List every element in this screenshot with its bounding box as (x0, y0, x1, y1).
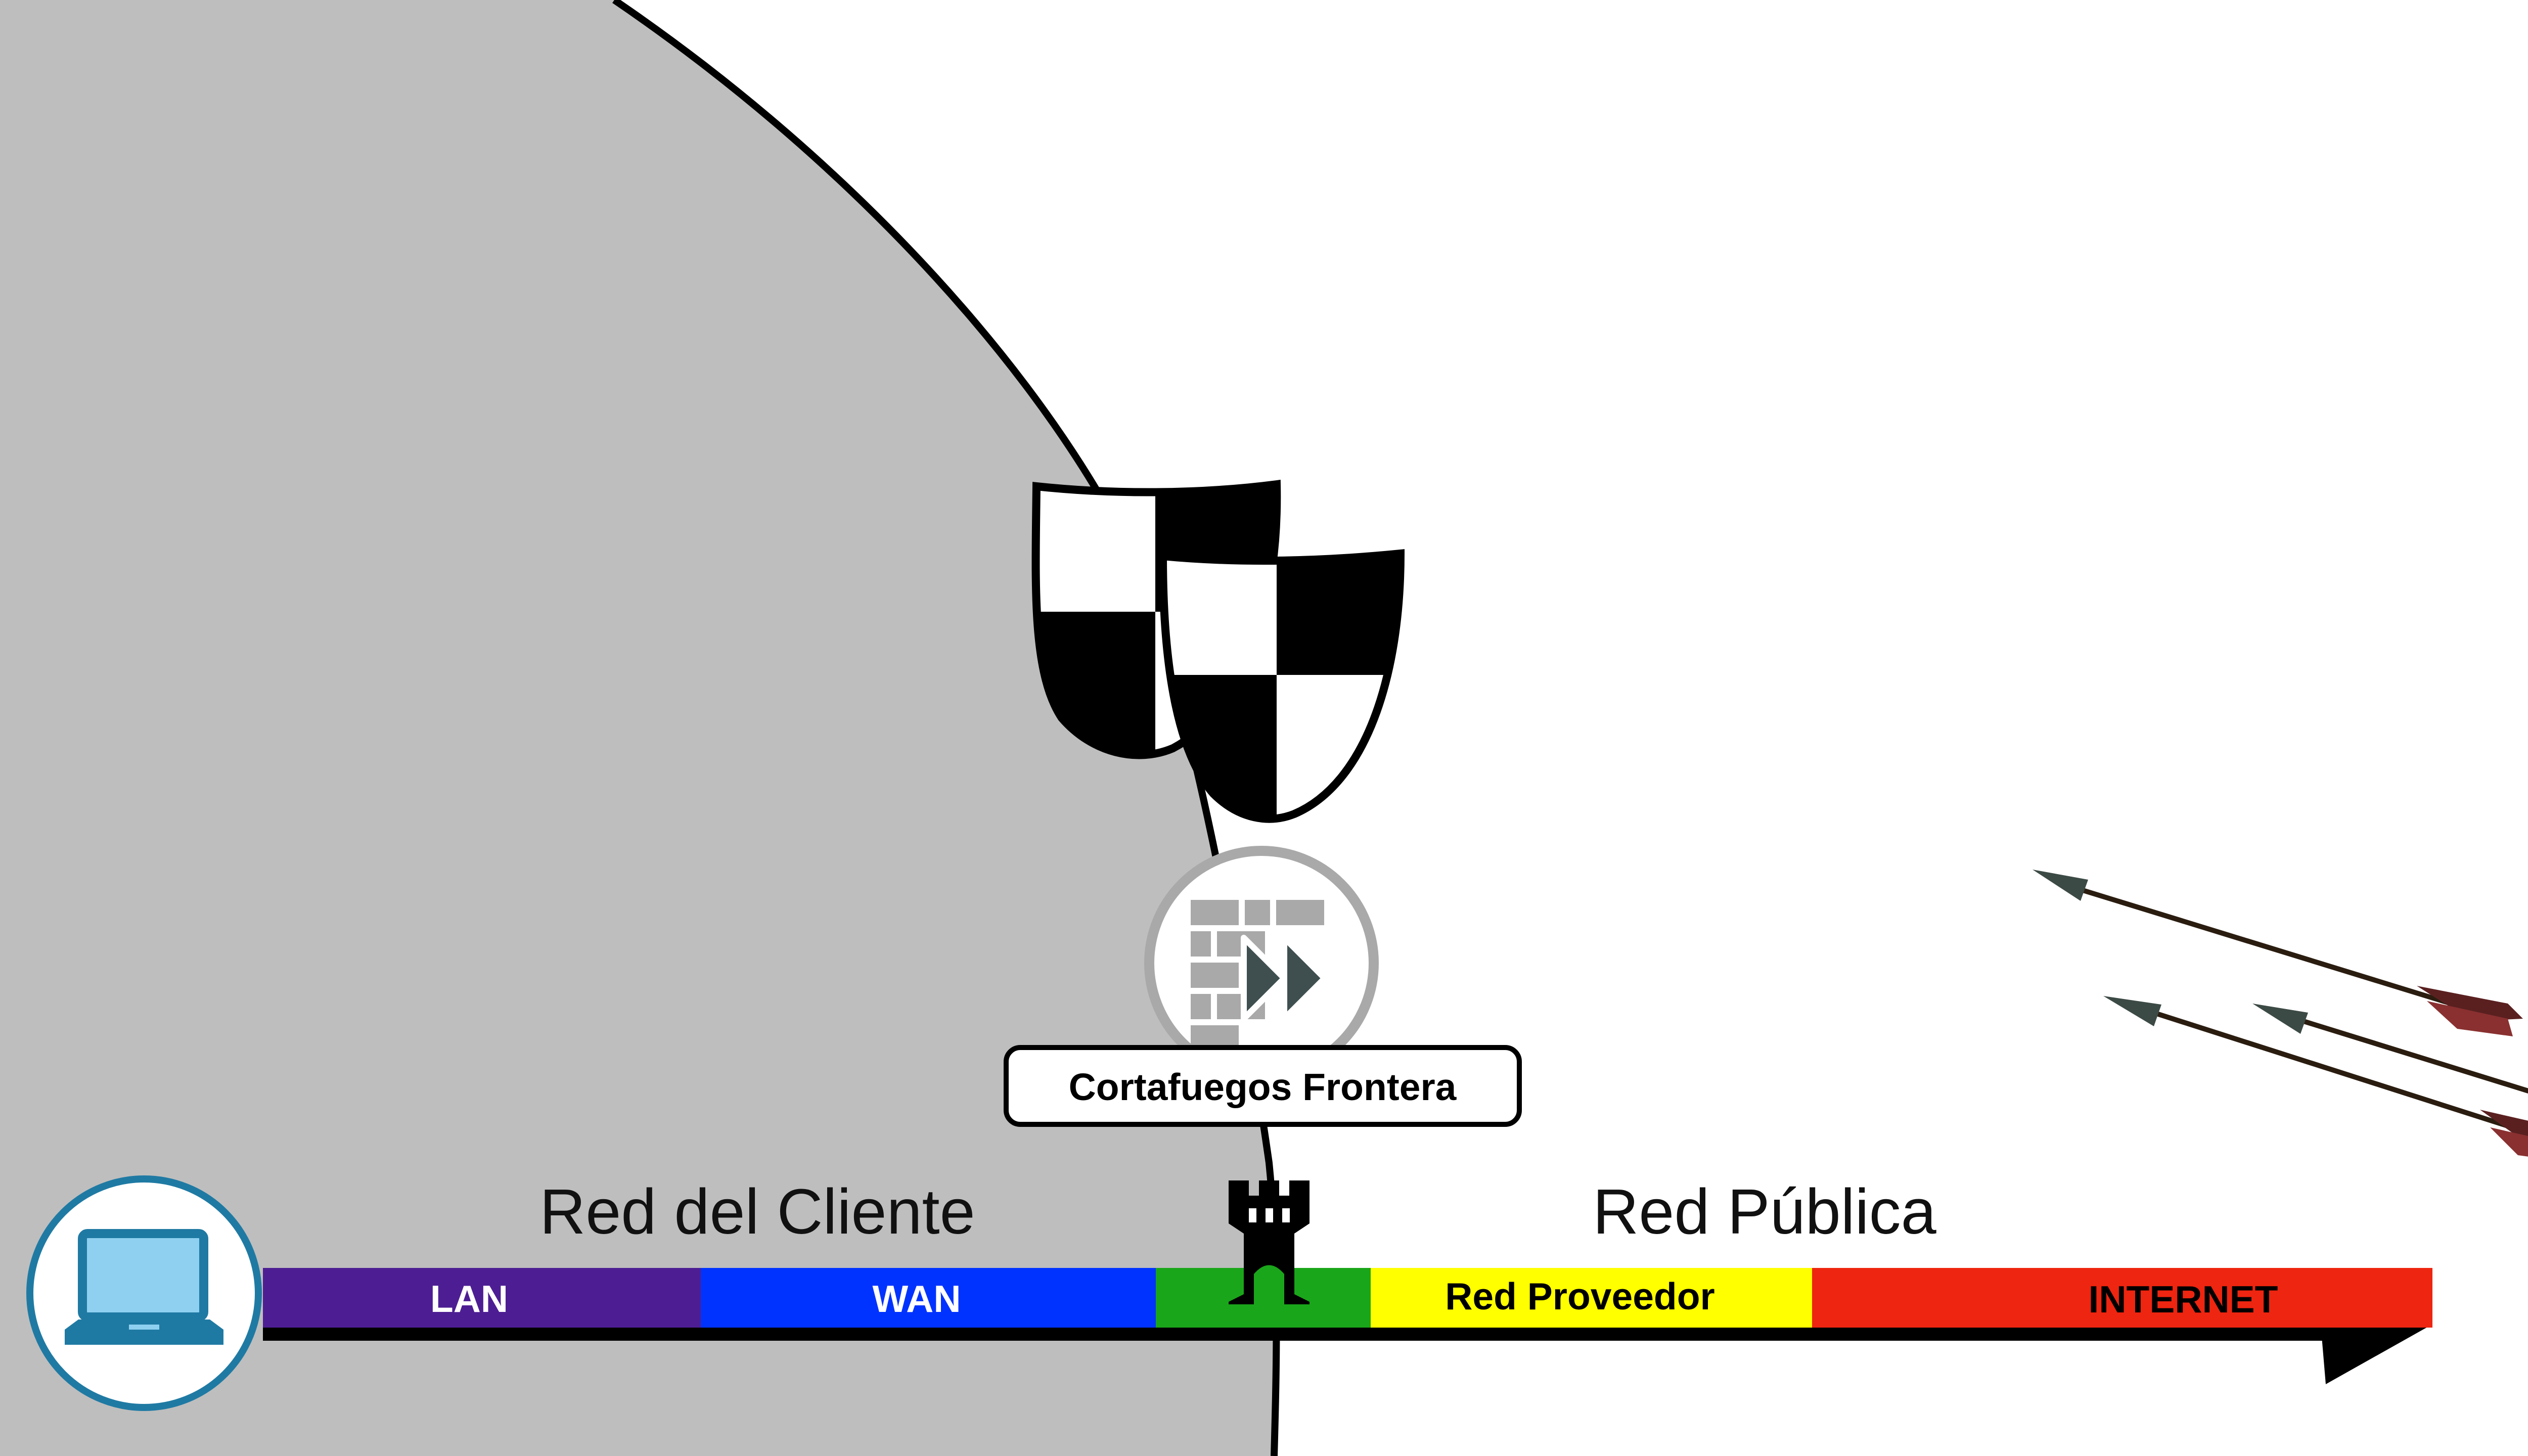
public-network-label: Red Pública (1593, 1176, 1936, 1247)
arrow-icon (2033, 870, 2523, 1036)
castle-tower-icon (1229, 1180, 1310, 1304)
segment-wan: WAN (701, 1268, 1156, 1328)
client-network-label: Red del Cliente (539, 1176, 975, 1247)
segment-lan-label: LAN (430, 1278, 508, 1320)
arrow-icon (2252, 1004, 2528, 1094)
segment-provider-label: Red Proveedor (1445, 1275, 1715, 1317)
segment-internet-label: INTERNET (2089, 1278, 2278, 1321)
client-network-area (0, 0, 1277, 1456)
segment-internet: INTERNET (1812, 1268, 2432, 1328)
segment-wan-label: WAN (873, 1278, 961, 1320)
segment-provider: Red Proveedor (1371, 1268, 1812, 1328)
segment-lan: LAN (263, 1268, 701, 1328)
arrow-icon (2103, 996, 2528, 1157)
laptop-icon (26, 1175, 262, 1411)
firewall-icon (1144, 846, 1379, 1080)
firewall-label: Cortafuegos Frontera (1069, 1066, 1457, 1108)
firewall-label-box: Cortafuegos Frontera (1004, 1045, 1522, 1127)
